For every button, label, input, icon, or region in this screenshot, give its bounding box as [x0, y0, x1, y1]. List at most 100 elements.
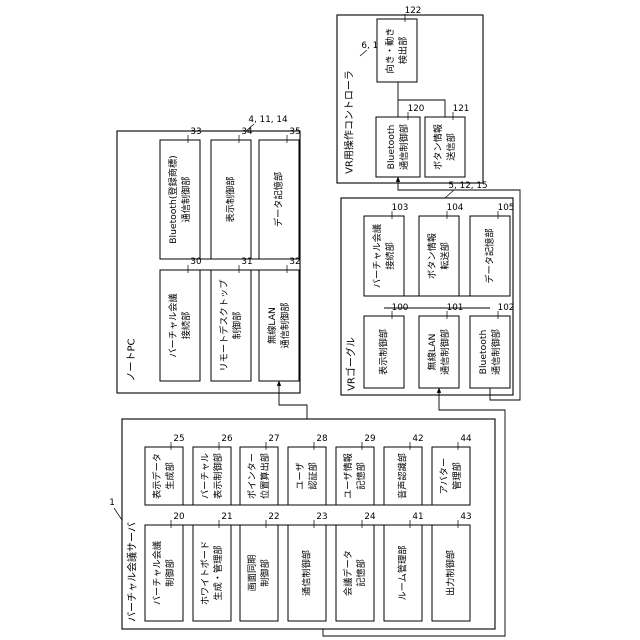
module-label: 転送部 [439, 242, 451, 270]
module-s24: 会議データ記憶部 24 [336, 512, 376, 621]
module-label: ユーザ情報 [342, 453, 354, 499]
module-s28: ユーザ認証部28 [288, 434, 328, 505]
module-box [145, 447, 183, 505]
module-ref: 29 [364, 434, 375, 444]
module-s25: 表示データ生成部25 [145, 434, 185, 505]
module-label: 向き・動き [384, 28, 396, 74]
module-ref: 102 [498, 303, 515, 313]
module-g104: ボタン情報転送部 104 [419, 203, 464, 296]
module-ref: 105 [498, 203, 515, 213]
module-label: 生成・管理部 [212, 545, 224, 600]
module-p32: 無線LAN通信制御部 32 [259, 257, 301, 381]
module-ref: 27 [268, 434, 279, 444]
module-label: Bluetooth(登録商標) [167, 155, 179, 244]
module-g101: 無線LAN通信制御部 101 [419, 303, 463, 388]
module-ref: 101 [447, 303, 464, 313]
module-s20: バーチャル会議制御部 20 [145, 512, 185, 621]
module-ref: 20 [173, 512, 185, 522]
module-s22: 画面同期制御部22 [240, 512, 280, 621]
server-ref-leader [114, 508, 122, 520]
module-box [377, 19, 417, 82]
module-c121: ボタン情報送信部121 [425, 104, 469, 177]
module-label: 生成部 [164, 462, 176, 490]
module-box [193, 447, 231, 505]
module-ref: 26 [221, 434, 233, 444]
module-ref: 42 [412, 434, 423, 444]
module-label: 記憶部 [355, 559, 367, 587]
module-label: 位置算出部 [259, 453, 271, 499]
module-ref: 30 [190, 257, 202, 267]
module-label: 検出部 [397, 37, 409, 65]
module-label: 通信制御部 [439, 329, 451, 375]
module-ref: 120 [408, 104, 425, 114]
module-label: バーチャル会議 [167, 293, 179, 357]
module-label: 通信制御部 [398, 124, 410, 170]
module-label: 会議データ [342, 550, 354, 596]
module-ref: 33 [190, 127, 201, 137]
module-label: アバター [439, 458, 450, 494]
module-ref: 31 [241, 257, 252, 267]
module-label: 接続部 [180, 312, 192, 340]
module-box [211, 270, 251, 381]
module-label: 送信部 [445, 133, 457, 161]
module-s41: ルーム管理部41 [384, 512, 424, 621]
module-label: 無線LAN [266, 307, 278, 344]
module-box [419, 316, 459, 388]
module-s29: ユーザ情報記憶部 29 [336, 434, 376, 505]
module-ref: 28 [316, 434, 327, 444]
module-s43: 出力制御部43 [432, 512, 472, 621]
module-g103: バーチャル会議接続部103 [364, 203, 408, 296]
module-label: 音声認識部 [397, 453, 409, 499]
module-label: ボタン情報 [426, 233, 438, 279]
module-ref: 32 [289, 257, 300, 267]
module-label: 無線LAN [426, 334, 438, 371]
module-box [432, 447, 470, 505]
module-label: 接続部 [384, 242, 396, 270]
module-g102: Bluetooth通信制御部 102 [470, 303, 514, 388]
module-ref: 122 [405, 6, 422, 16]
module-s42: 音声認識部42 [384, 434, 424, 505]
module-ref: 24 [364, 512, 376, 522]
module-p33: Bluetooth(登録商標)通信制御部33 [160, 127, 202, 259]
module-label: データ記憶部 [273, 172, 285, 227]
module-label: 制御部 [231, 312, 243, 340]
module-label: バーチャル [200, 453, 211, 499]
pc-ref: 4, 11, 14 [248, 115, 288, 125]
pc-title: ノートPC [127, 338, 138, 381]
module-p30: バーチャル会議接続部 30 [160, 257, 202, 381]
module-box [240, 525, 278, 621]
module-label: バーチャル会議 [151, 541, 163, 605]
module-label: 記憶部 [355, 462, 367, 490]
module-label: Bluetooth [478, 330, 489, 375]
module-label: 表示制御部 [212, 453, 224, 499]
module-label: 画面同期 [247, 555, 258, 592]
module-ref: 104 [447, 203, 464, 213]
module-label: 制御部 [164, 559, 176, 587]
module-box [470, 316, 510, 388]
module-s27: ポインター位置算出部 27 [240, 434, 280, 505]
module-label: 管理部 [451, 462, 463, 490]
module-p34: 表示制御部34 [211, 127, 253, 259]
module-box [336, 447, 374, 505]
server-ref: 1 [109, 498, 115, 508]
module-label: ユーザ [295, 462, 306, 489]
goggle-ref-leader [445, 190, 454, 198]
module-label: ルーム管理部 [397, 546, 409, 601]
module-label: ボタン情報 [432, 124, 444, 170]
module-label: ポインター [247, 453, 258, 499]
module-box [288, 447, 326, 505]
module-label: 通信制御部 [490, 329, 502, 375]
module-label: 通信制御部 [279, 303, 291, 349]
module-label: 表示データ [151, 453, 163, 499]
module-ref: 35 [289, 127, 300, 137]
module-ref: 22 [268, 512, 279, 522]
module-ref: 21 [221, 512, 232, 522]
module-box [364, 216, 404, 296]
module-ref: 103 [392, 203, 409, 213]
module-s26: バーチャル表示制御部 26 [193, 434, 233, 505]
module-label: 表示制御部 [225, 177, 237, 223]
module-p31: リモートデスクトップ制御部31 [211, 257, 253, 381]
module-g105: データ記憶部105 [470, 203, 514, 296]
module-label: ホワイトボード [200, 541, 211, 605]
